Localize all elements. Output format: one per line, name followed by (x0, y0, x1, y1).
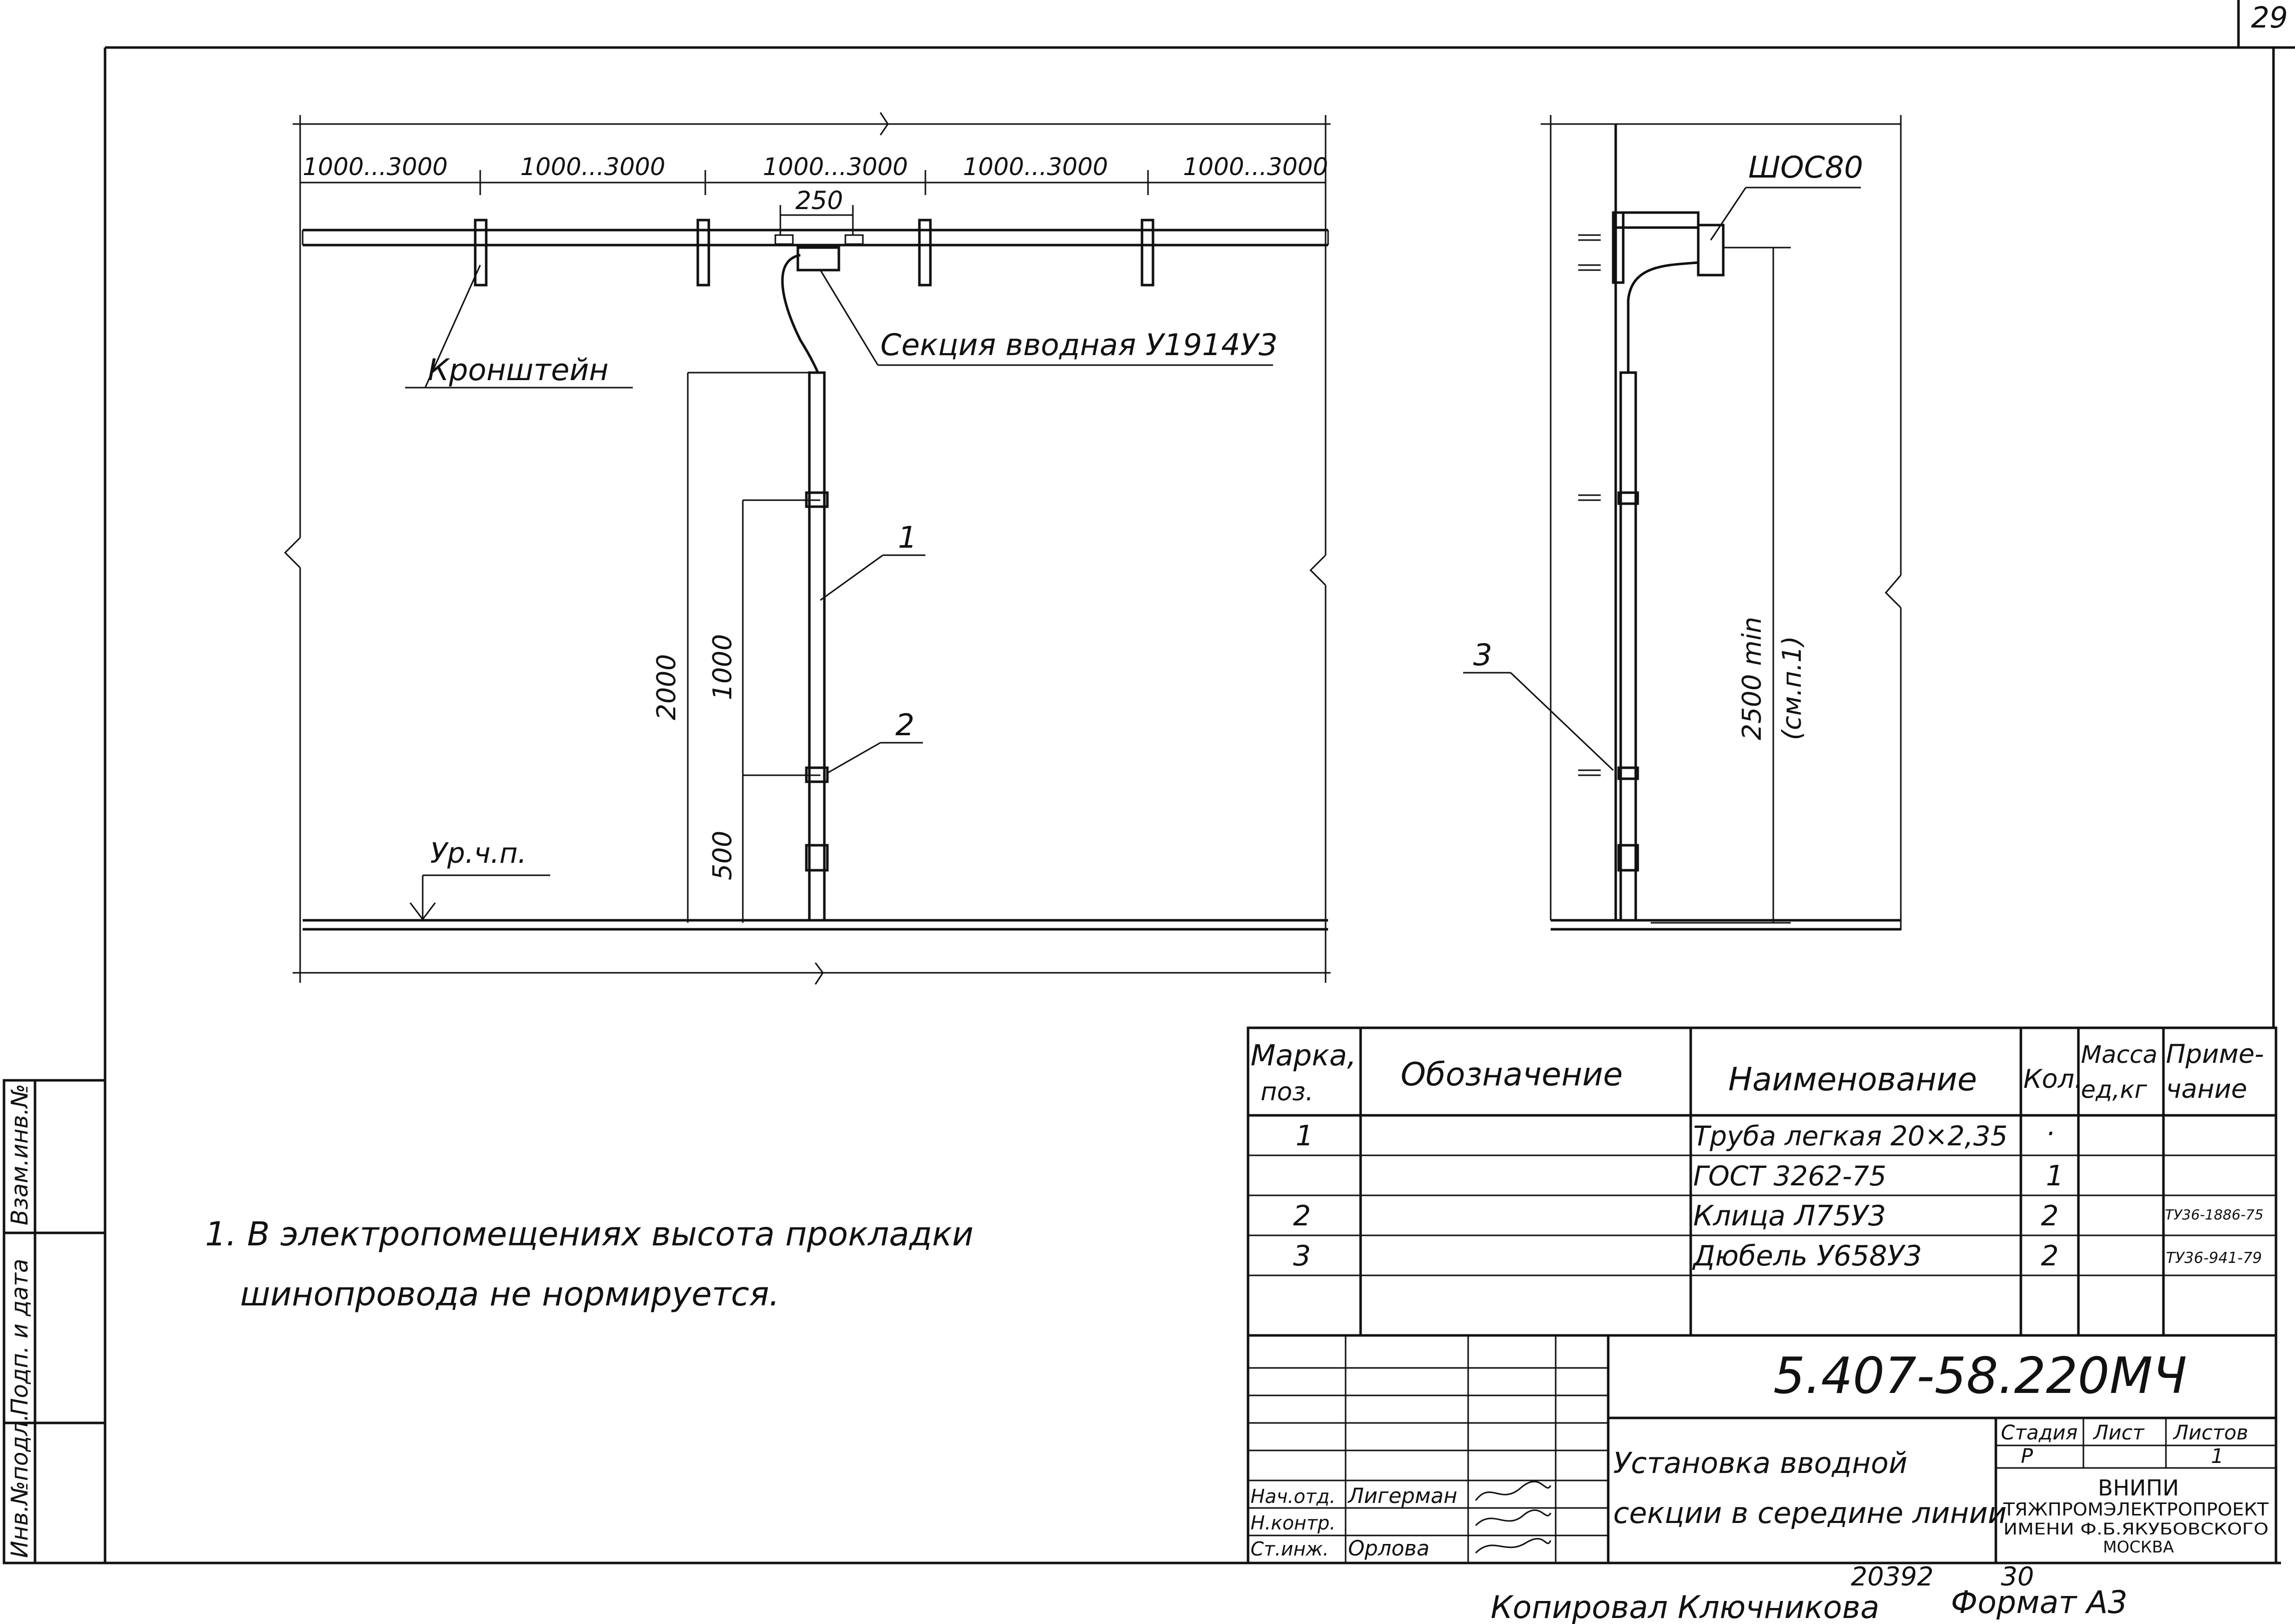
title-block: 5.407-58.220МЧ Стадия Лист Листов Р 1 ВН… (1247, 1334, 2277, 1564)
conduit-pipe (808, 371, 826, 922)
stamp-label-signature-date: Подп. и дата (6, 1259, 33, 1415)
sheet-frame: 29 (104, 0, 2295, 1564)
span-dim-5: 1000...3000 (1183, 153, 1328, 181)
dim-2500-note: (см.п.1) (1777, 636, 1807, 740)
pipe-coupling (805, 844, 829, 872)
row-1-qty: · (2046, 1118, 2054, 1149)
stage-value: Р (2021, 1445, 2033, 1468)
signature-strokes (1475, 1480, 1552, 1554)
row-4-name: Дюбель У658У3 (1692, 1240, 1922, 1272)
dim-2000: 2000 (652, 654, 682, 720)
bracket-1 (474, 219, 488, 287)
front-view: 1000...3000 1000...3000 1000...3000 1000… (284, 112, 1331, 985)
side-feed-box (1697, 224, 1725, 277)
dim-500: 500 (708, 831, 738, 880)
label-bracket: Кронштейн (428, 353, 609, 388)
row-3-mark: 2 (1293, 1200, 1311, 1232)
stamp-label-replace-inv: Взам.инв.№ (6, 1084, 33, 1225)
bottom-number-1: 20392 (1851, 1562, 1933, 1592)
row-4-mark: 3 (1293, 1240, 1311, 1272)
th-mark-2: поз. (1261, 1077, 1314, 1106)
side-conduit (1619, 371, 1637, 922)
label-shos80: ШОС80 (1748, 150, 1863, 185)
name-ligerman: Лигерман (1347, 1483, 1457, 1508)
dim-250: 250 (795, 186, 843, 215)
pos-2-label: 2 (895, 708, 914, 743)
note-line-2: шинопровода не нормируется. (240, 1275, 779, 1313)
side-bracket-arm (1614, 211, 1700, 229)
general-note: 1. В электропомещениях высота прокладки … (205, 1215, 973, 1313)
org-line-1: ВНИПИ (2098, 1475, 2179, 1501)
title-line-2: секции в середине линии (1613, 1496, 2007, 1530)
sheets-label: Листов (2172, 1421, 2248, 1444)
row-1-name: Труба легкая 20×2,35 (1693, 1120, 2007, 1152)
bottom-annotations: 20392 30 Копировал Ключникова Формат А3 (1491, 1562, 2127, 1624)
th-note-2: чание (2166, 1074, 2247, 1104)
org-line-4: МОСКВА (2103, 1537, 2174, 1556)
bracket-3 (918, 219, 932, 287)
sheets-value: 1 (2211, 1445, 2223, 1468)
label-feed-section: Секция вводная У1914У3 (880, 328, 1278, 363)
th-designation: Обозначение (1401, 1056, 1623, 1093)
dim-2500-min: 2500 min (1737, 617, 1767, 740)
name-orlova: Орлова (1348, 1536, 1430, 1560)
th-mass-1: Масса (2081, 1041, 2157, 1069)
org-line-3: ИМЕНИ Ф.Б.ЯКУБОВСКОГО (2003, 1519, 2268, 1538)
label-floor-level: Ур.ч.п. (430, 837, 527, 870)
row-2-qty: 1 (2046, 1160, 2064, 1192)
th-mass-2: ед,кг (2081, 1076, 2147, 1104)
row-3-qty: 2 (2041, 1200, 2059, 1232)
side-stamp: Взам.инв.№ Подп. и дата Инв.№подл. (3, 1079, 107, 1564)
role-norm-control: Н.контр. (1251, 1512, 1336, 1534)
title-line-1: Установка вводной (1613, 1446, 1907, 1480)
doc-code: 5.407-58.220МЧ (1773, 1346, 2187, 1405)
page-number: 29 (2251, 1, 2288, 35)
th-qty: Кол. (2023, 1064, 2083, 1094)
dim-1000: 1000 (708, 634, 738, 700)
bracket-4 (1140, 219, 1155, 287)
role-senior-eng: Ст.инж. (1251, 1538, 1329, 1560)
feed-section-box (796, 246, 840, 272)
span-dim-1: 1000...3000 (303, 153, 448, 181)
bottom-number-2: 30 (2001, 1562, 2034, 1592)
side-view: 2500 min (см.п.1) ШОС80 3 (1463, 115, 1902, 931)
row-1-mark: 1 (1296, 1120, 1314, 1152)
pos-3-label: 3 (1473, 638, 1492, 673)
stamp-label-original-inv: Инв.№подл. (6, 1414, 33, 1558)
row-2-name: ГОСТ 3262-75 (1693, 1160, 1886, 1192)
pos-1-label: 1 (898, 520, 917, 555)
spec-table: Марка, поз. Обозначение Наименование Кол… (1247, 1026, 2277, 1337)
stage-label: Стадия (2001, 1421, 2077, 1444)
row-4-qty: 2 (2041, 1240, 2059, 1272)
role-head-dept: Нач.отд. (1251, 1485, 1336, 1507)
row-3-note: ТУ36-1886-75 (2165, 1206, 2263, 1223)
row-4-note: ТУ36-941-79 (2166, 1249, 2262, 1267)
copied-by: Копировал Ключникова (1491, 1589, 1879, 1624)
format-a3: Формат А3 (1951, 1584, 2127, 1620)
th-mark-1: Марка, (1251, 1038, 1356, 1072)
th-name: Наименование (1728, 1061, 1977, 1098)
span-dim-3: 1000...3000 (763, 153, 908, 181)
span-dim-2: 1000...3000 (520, 153, 665, 181)
span-dim-4: 1000...3000 (963, 153, 1108, 181)
note-line-1: 1. В электропомещениях высота прокладки (205, 1215, 973, 1253)
row-3-name: Клица Л75У3 (1693, 1200, 1886, 1232)
org-line-2: ТЯЖПРОМЭЛЕКТРОПРОЕКТ (2003, 1499, 2269, 1520)
th-note-1: Приме- (2166, 1039, 2264, 1069)
sheet-label: Лист (2092, 1421, 2145, 1444)
bracket-2 (696, 219, 710, 287)
